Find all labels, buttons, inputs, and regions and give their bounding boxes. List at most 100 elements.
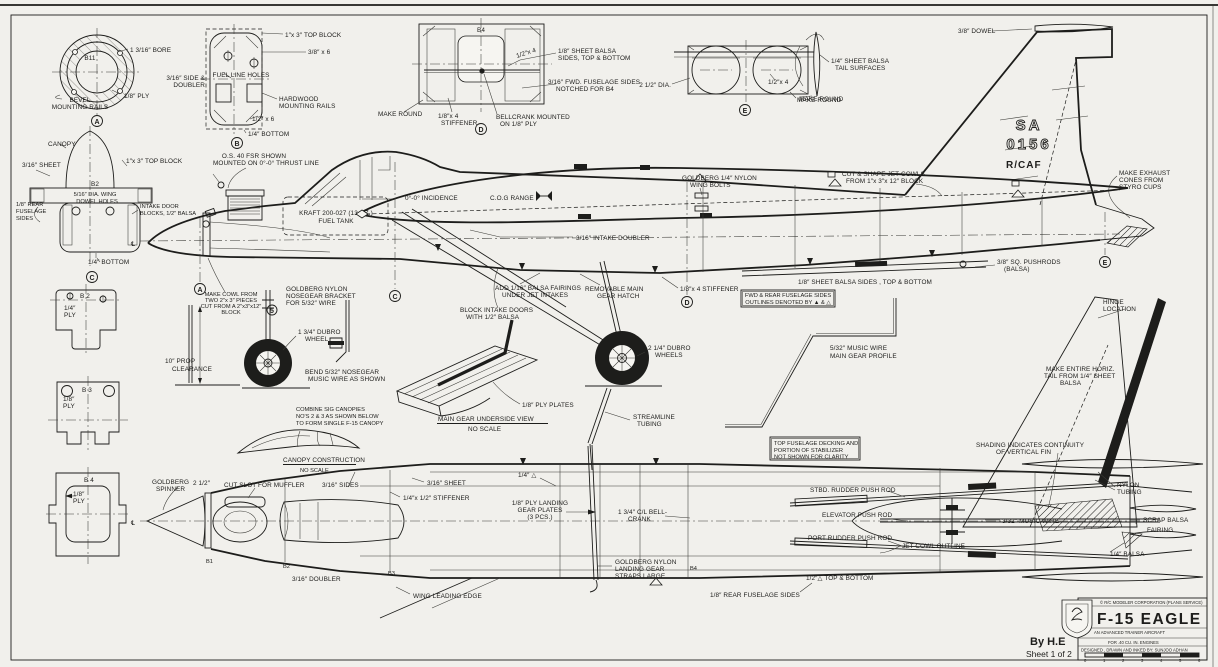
svg-text:1/8″: 1/8″	[73, 491, 85, 498]
svg-text:SIDES, TOP & BOTTOM: SIDES, TOP & BOTTOM	[558, 55, 630, 62]
fin-service: R/CAF	[1006, 160, 1042, 171]
svg-text:1/8″x 4: 1/8″x 4	[438, 113, 459, 120]
svg-text:MAKE ROUND: MAKE ROUND	[797, 97, 842, 104]
svg-text:2 1/2″: 2 1/2″	[193, 480, 211, 487]
svg-text:WHEELS: WHEELS	[655, 352, 683, 359]
svg-text:℄: ℄	[131, 520, 136, 527]
hardwood-rails-label: HARDWOOD	[279, 96, 319, 103]
plan-view-labels: GOLDBERG SPINNER 2 1/2″ CUT SLOT FOR MUF…	[152, 299, 1189, 600]
svg-text:B2: B2	[283, 564, 290, 570]
svg-text:CUT FROM A 2″x3″x12″: CUT FROM A 2″x3″x12″	[201, 304, 262, 310]
svg-text:NO SCALE: NO SCALE	[468, 426, 501, 433]
svg-text:MUSIC WIRE AS SHOWN: MUSIC WIRE AS SHOWN	[308, 376, 385, 383]
sheet-balsa-label: 1/8″ SHEET BALSA	[558, 48, 617, 55]
svg-text:2: 2	[1122, 658, 1125, 663]
detail-b-engine-bay: 1″x 3″ TOP BLOCK 3/8″ x 6 FUEL LINE HOLE…	[166, 24, 342, 149]
canopy-construction: COMBINE SIG CANOPIES NO'S 2 & 3 AS SHOWN…	[236, 407, 384, 474]
top-block-label: 1″x 3″ TOP BLOCK	[285, 32, 342, 39]
svg-text:B1: B1	[206, 559, 213, 565]
svg-text:3/16″ DOUBLER: 3/16″ DOUBLER	[292, 576, 341, 583]
decking-note: TOP FUSELAGE DECKING AND	[774, 441, 858, 447]
pushrods-label: 3/8″ SQ. PUSHRODS	[997, 259, 1061, 266]
svg-text:OUTLINES DENOTED BY ▲ & △: OUTLINES DENOTED BY ▲ & △	[745, 300, 831, 306]
svg-text:LOCATION: LOCATION	[1103, 306, 1136, 313]
bellcrank-plan-label: 1 3/4″ C/L BELL-	[618, 509, 667, 516]
svg-text:WITH 1/2″ BALSA: WITH 1/2″ BALSA	[466, 314, 520, 321]
section-b-marker: B	[234, 141, 239, 148]
svg-text:UNDER JET INTAKES: UNDER JET INTAKES	[502, 292, 568, 299]
fwd-sides-label: 3/16″ FWD. FUSELAGE SIDES	[548, 79, 640, 86]
incidence-label: 0°-0° INCIDENCE	[405, 194, 458, 202]
svg-text:BLOCK: BLOCK	[221, 310, 240, 316]
detail-c-cross-section: CANOPY 3/16″ SHEET 1″x 3″ TOP BLOCK B2 5…	[16, 126, 196, 283]
main-gear-underside-view: 1/8″ PLY PLATES MAIN GEAR UNDERSIDE VIEW…	[395, 319, 574, 433]
side-view-labels: O.S. 40 FSR SHOWN MOUNTED ON 0°-0° THRUS…	[201, 153, 1061, 321]
combine-canopies-note: COMBINE SIG CANOPIES	[296, 407, 365, 413]
svg-text:3/16″ SHEET: 3/16″ SHEET	[22, 162, 61, 169]
svg-text:GEAR HATCH: GEAR HATCH	[597, 293, 640, 300]
svg-text:FROM 1″x 3″x 12″ BLOCK: FROM 1″x 3″x 12″ BLOCK	[846, 178, 924, 185]
svg-text:(BALSA): (BALSA)	[1004, 266, 1030, 273]
svg-text:WHEEL: WHEEL	[305, 336, 329, 343]
svg-text:0: 0	[1084, 658, 1087, 663]
svg-text:1″x 3″ TOP BLOCK: 1″x 3″ TOP BLOCK	[126, 158, 183, 165]
horiz-tail-note: MAKE ENTIRE HORIZ.	[1046, 366, 1115, 373]
main-gear: 2 1/4″ DUBRO WHEELS STREAMLINE TUBING	[585, 260, 690, 471]
svg-text:B2: B2	[91, 181, 99, 188]
svg-text:STRAPS LARGE: STRAPS LARGE	[615, 573, 665, 580]
svg-text:B4: B4	[690, 566, 697, 572]
nose-gear: 10″ PROP CLEARANCE 1 3/4″ DUBRO WHEEL BE…	[165, 290, 385, 389]
svg-text:NOSEGEAR BRACKET: NOSEGEAR BRACKET	[286, 293, 356, 300]
tail-surface-sketch: 1/4″ SHEET BALSA TAIL SURFACES MAKE ROUN…	[794, 31, 890, 103]
svg-text:3/8″ x 6: 3/8″ x 6	[308, 49, 331, 56]
canopy-label: CANOPY	[48, 141, 76, 148]
svg-text:3: 3	[1141, 658, 1144, 663]
detail-d-mid-section: B4 1/8″ SHEET BALSA SIDES, TOP & BOTTOM …	[378, 18, 640, 135]
svg-text:TWO 2″x 3″ PIECES: TWO 2″x 3″ PIECES	[205, 298, 257, 304]
prop-clearance-label: 10″ PROP	[165, 358, 195, 365]
nosegear-bracket-label: GOLDBERG NYLON	[286, 286, 348, 293]
svg-text:FUSELAGE: FUSELAGE	[16, 209, 47, 215]
svg-text:SPINNER: SPINNER	[156, 486, 185, 493]
svg-text:A: A	[197, 287, 202, 294]
svg-text:WING BOLTS: WING BOLTS	[690, 182, 731, 189]
muffler-label: CUT SLOT FOR MUFFLER	[224, 482, 305, 489]
plan-subtitle: AN ADVANCED TRAINER AIRCRAFT	[1094, 630, 1165, 635]
wing-bolts-label: GOLDBERG 1/4″ NYLON	[682, 175, 757, 182]
jet-cowl-outline-label: JET COWL OUTLINE	[902, 543, 965, 550]
section-e-marker: E	[743, 108, 748, 115]
svg-text:CONES FROM: CONES FROM	[1119, 177, 1163, 184]
byline: By H.E	[1030, 636, 1065, 648]
svg-text:NOT SHOWN FOR CLARITY: NOT SHOWN FOR CLARITY	[774, 455, 849, 461]
vertical-fin: 3/8″ DOWEL SA 0156 R/CAF MAKE EXHAUST CO…	[904, 23, 1170, 219]
scale-bar: 0 1 2 3 4 5 6	[1084, 652, 1201, 663]
music-wire-label: 3/32″ MUSIC WIRE	[1002, 518, 1059, 525]
svg-text:ON 1/8″ PLY: ON 1/8″ PLY	[500, 121, 538, 128]
stbd-pushrod-label: STBD. RUDDER PUSH ROD	[810, 487, 896, 494]
svg-text:B4: B4	[477, 27, 485, 34]
fin-code: SA	[1016, 117, 1043, 134]
svg-text:LANDING GEAR: LANDING GEAR	[615, 566, 665, 573]
svg-text:TUBING: TUBING	[637, 421, 662, 428]
svg-text:1/4″: 1/4″	[64, 305, 76, 312]
svg-text:PLY: PLY	[73, 498, 86, 505]
svg-text:NO'S 2 & 3 AS SHOWN BELOW: NO'S 2 & 3 AS SHOWN BELOW	[296, 414, 379, 420]
svg-text:E: E	[1103, 260, 1108, 267]
svg-text:MOUNTING RAILS: MOUNTING RAILS	[52, 104, 108, 111]
title-small-print: © R/C MODELER CORPORATION (PLANS SERVICE…	[1100, 600, 1203, 605]
svg-text:PLY: PLY	[63, 403, 76, 410]
svg-text:B 4: B 4	[84, 477, 94, 484]
cog-label: C.O.G RANGE	[490, 195, 534, 202]
svg-text:1/4″ BOTTOM: 1/4″ BOTTOM	[88, 259, 129, 266]
svg-text:B 3: B 3	[82, 387, 92, 394]
gear-wire-profile: 5/32″ MUSIC WIRE MAIN GEAR PROFILE TOP F…	[725, 298, 897, 461]
plan-title: F-15 EAGLE	[1097, 611, 1202, 628]
svg-text:CLEARANCE: CLEARANCE	[172, 366, 212, 373]
hinge-location-label: HINGE	[1103, 299, 1124, 306]
svg-text:STIFFENER: STIFFENER	[441, 120, 478, 127]
svg-text:TUBING: TUBING	[1117, 489, 1142, 496]
svg-text:SIDES: SIDES	[16, 216, 33, 222]
streamline-tubing-label: STREAMLINE	[633, 414, 675, 421]
svg-text:SCRAP BALSA: SCRAP BALSA	[1143, 517, 1189, 524]
